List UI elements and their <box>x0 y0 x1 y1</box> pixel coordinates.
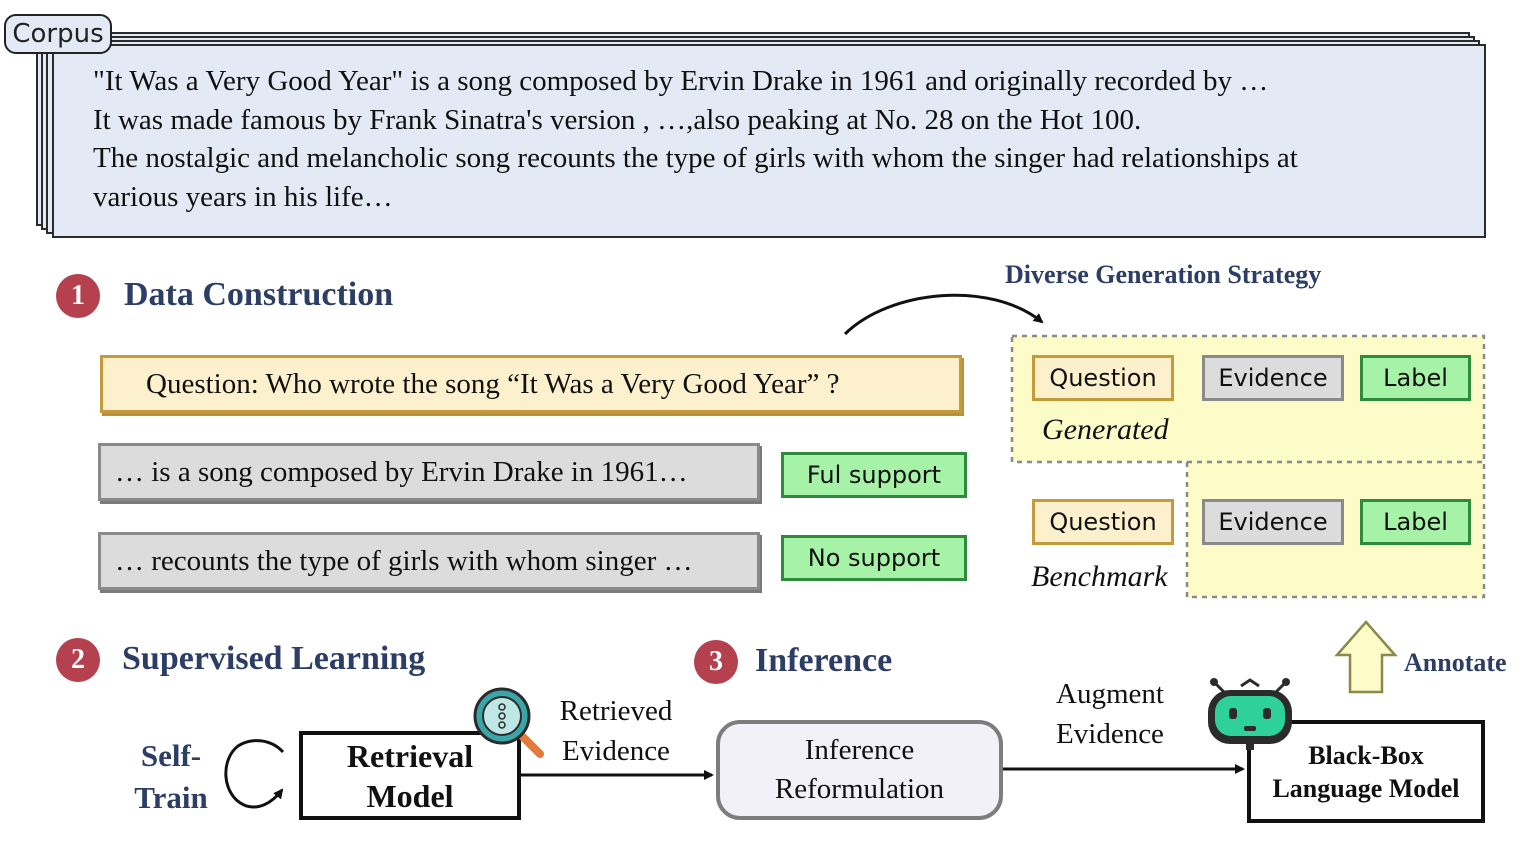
reformulation-line: Reformulation <box>774 773 945 805</box>
up-arrow-icon <box>1334 620 1398 694</box>
evidence-box-2: … recounts the type of girls with whom s… <box>98 532 760 590</box>
corpus-line: The nostalgic and melancholic song recou… <box>93 142 1298 174</box>
section-3-title: Inference <box>755 642 893 679</box>
corpus-page-front <box>52 44 1486 238</box>
black-box-line: Black-Box <box>1308 740 1424 770</box>
black-box-lm-box: Black-Box Language Model <box>1247 720 1485 823</box>
generated-caption: Generated <box>1042 413 1169 446</box>
black-box-line: Language Model <box>1272 773 1460 803</box>
self-train-label: Self- Train <box>128 735 214 819</box>
generated-evidence-chip: Evidence <box>1202 355 1344 401</box>
retrieved-evidence-label: Retrieved Evidence <box>552 691 680 771</box>
benchmark-question-chip: Question <box>1032 499 1174 545</box>
section-3-number: 3 <box>694 640 738 684</box>
section-2-title: Supervised Learning <box>122 640 426 677</box>
strategy-title: Diverse Generation Strategy <box>1005 260 1322 289</box>
corpus-line: "It Was a Very Good Year" is a song comp… <box>93 65 1269 97</box>
retrieved-evidence-line: Retrieved <box>559 695 673 727</box>
self-train-line: Self- <box>140 738 202 773</box>
corpus-tag: Corpus <box>4 14 112 54</box>
generated-label-chip: Label <box>1360 355 1471 401</box>
strategy-curve-arrow <box>843 293 1044 336</box>
evidence-box-1: … is a song composed by Ervin Drake in 1… <box>98 443 760 501</box>
strategy-dotted-border <box>1010 334 1486 599</box>
section-1-title: Data Construction <box>124 276 394 313</box>
benchmark-caption: Benchmark <box>1031 560 1168 593</box>
retrieval-model-line: Retrieval <box>346 737 474 774</box>
robot-icon <box>1208 678 1292 750</box>
retrieval-model-box: Retrieval Model <box>299 731 521 820</box>
loop-arrow-icon <box>224 739 285 809</box>
support-label-2: No support <box>781 535 967 581</box>
corpus-line: various years in his life… <box>93 180 393 213</box>
retrieved-evidence-line: Evidence <box>562 735 670 767</box>
corpus-text: "It Was a Very Good Year" is a song comp… <box>93 62 1453 216</box>
annotate-label: Annotate <box>1404 648 1507 677</box>
section-1-number: 1 <box>56 274 100 318</box>
support-label-1: Ful support <box>781 452 967 498</box>
section-2-number: 2 <box>56 638 100 682</box>
magnifier-icon <box>473 687 544 758</box>
augment-evidence-label: Augment Evidence <box>1046 674 1174 754</box>
reformulation-line: Inference <box>804 734 915 766</box>
inference-reformulation-box: Inference Reformulation <box>716 720 1003 820</box>
retrieval-model-line: Model <box>366 777 454 814</box>
benchmark-label-chip: Label <box>1360 499 1471 545</box>
augment-evidence-line: Evidence <box>1056 718 1164 750</box>
corpus-line: It was made famous by Frank Sinatra's ve… <box>93 103 1142 136</box>
self-train-line: Train <box>134 780 208 815</box>
question-box: Question: Who wrote the song “It Was a V… <box>100 355 962 413</box>
augment-evidence-line: Augment <box>1056 678 1164 710</box>
benchmark-evidence-chip: Evidence <box>1202 499 1344 545</box>
generated-question-chip: Question <box>1032 355 1174 401</box>
